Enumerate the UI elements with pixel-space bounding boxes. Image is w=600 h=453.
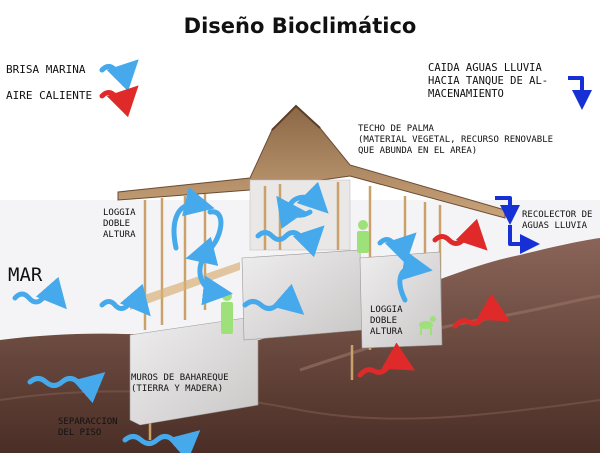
palm-roof [117, 105, 506, 219]
legend-breeze-arrow [99, 59, 139, 92]
person-figure [221, 291, 233, 334]
roof-ridge [271, 104, 321, 131]
person-figure [357, 220, 369, 253]
rain-arrows [495, 76, 592, 254]
label-palm-roof: TECHO DE PALMA (MATERIAL VEGETAL, RECURS… [358, 124, 554, 156]
label-walls: MUROS DE BAHAREQUE (TIERRA Y MADERA) [131, 373, 229, 394]
legend-hot-air-label: AIRE CALIENTE [6, 89, 93, 102]
label-loggia-left: LOGGIA DOBLE ALTURA [103, 208, 136, 240]
label-loggia-right: LOGGIA DOBLE ALTURA [370, 305, 403, 337]
hot-air-arrows [99, 85, 511, 378]
label-rain-fall: CAIDA AGUAS LLUVIA HACIA TANQUE DE AL- M… [428, 62, 549, 100]
middle-box [241, 249, 363, 341]
page-title: Diseño Bioclimático [183, 14, 417, 38]
label-floor-separation: SEPARACCION DEL PISO [58, 417, 118, 438]
label-sea: MAR [8, 264, 43, 286]
label-rain-collector: RECOLECTOR DE AGUAS LLUVIA [522, 210, 593, 231]
dog-figure [419, 316, 436, 335]
legend-sea-breeze-label: BRISA MARINA [6, 63, 86, 76]
loggia-rail [130, 262, 240, 310]
